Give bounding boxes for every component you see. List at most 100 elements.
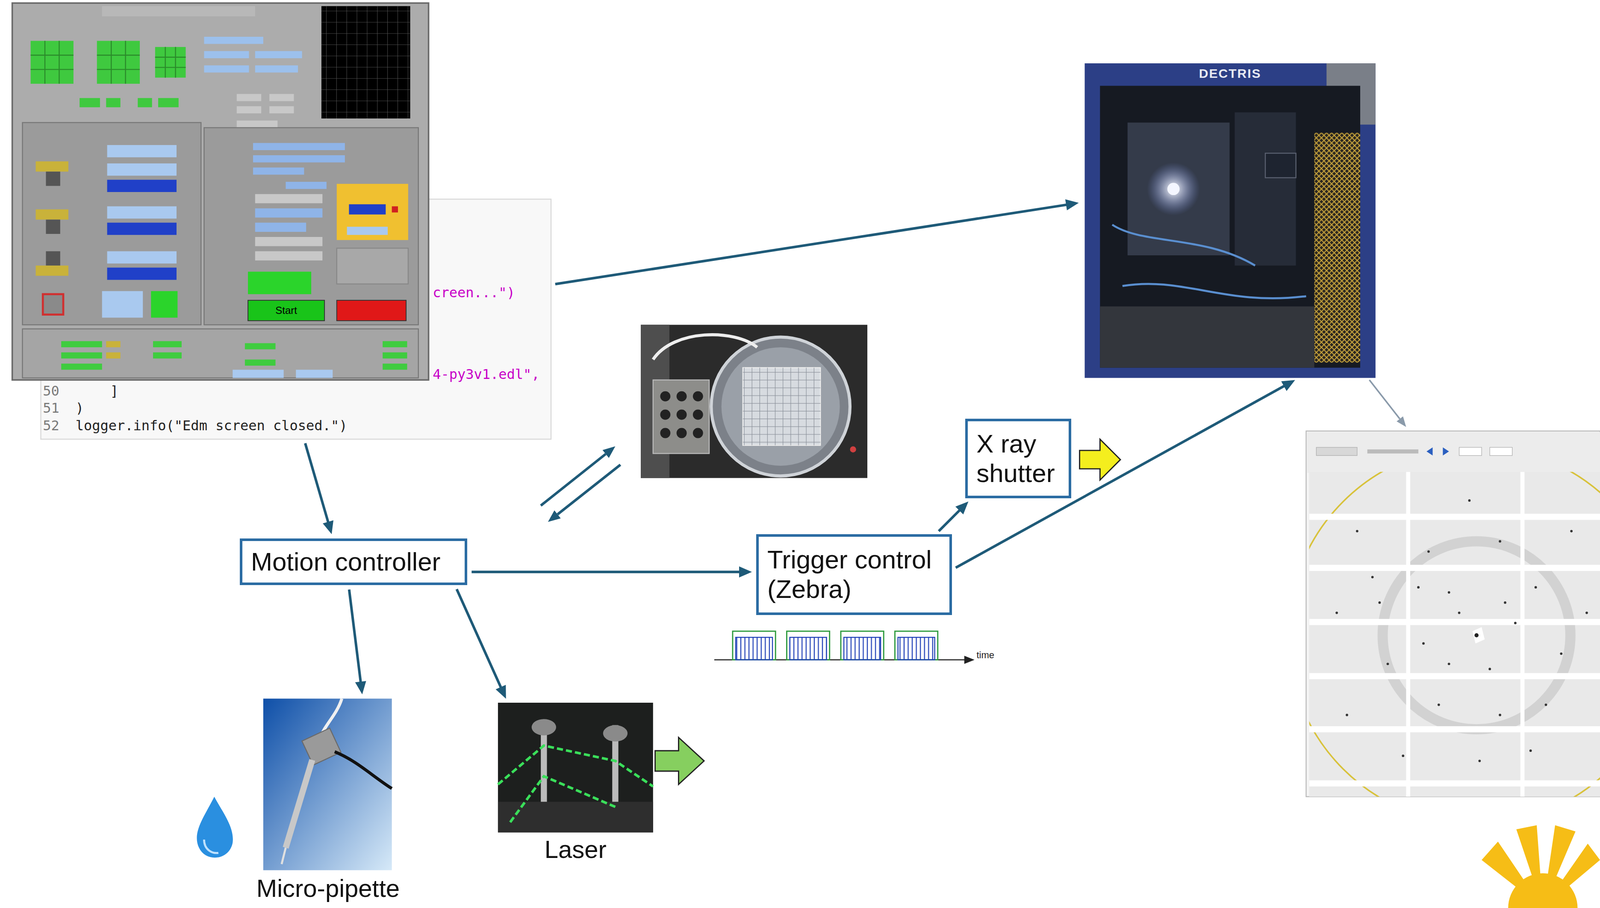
diffraction-image-part-part-part	[1437, 703, 1441, 706]
diffraction-image-part-part	[1335, 498, 1589, 762]
diffraction-image-part-part	[1309, 618, 1600, 625]
gui-screenshot-part	[155, 47, 186, 78]
gui-screenshot-part	[348, 204, 386, 215]
diffraction-image-part-part	[1405, 471, 1411, 796]
diffraction-image-part	[1426, 447, 1433, 456]
diffraction-image-part-part-part	[1371, 575, 1374, 578]
diffraction-image-part-part-part	[1498, 539, 1502, 543]
diffraction-image-part-part	[1309, 513, 1600, 520]
gui-screenshot-part	[336, 300, 407, 321]
connector-line	[555, 204, 1067, 285]
xray-output-arrow-part	[1079, 439, 1121, 481]
gui-screenshot-part	[255, 208, 323, 218]
gui-screenshot-part	[106, 352, 121, 359]
laser-photo-part	[531, 718, 557, 735]
pipette-photo-part	[263, 698, 392, 870]
laser-photo-part	[510, 775, 616, 822]
arrow-head	[739, 565, 752, 578]
facility-logo-part	[1508, 872, 1578, 908]
pulse-timing-diagram-part	[895, 630, 938, 660]
chip-photo-part	[653, 334, 758, 360]
laser-photo: Laser	[496, 702, 655, 868]
code-text: logger.info("Edm screen closed.")	[75, 417, 348, 434]
axis-label: time	[976, 649, 995, 661]
gui-screenshot-part	[244, 359, 276, 366]
gui-screenshot-part	[255, 222, 307, 232]
facility-logo	[1481, 825, 1600, 908]
gui-screenshot-part	[382, 341, 407, 348]
text-holder: creen...")	[432, 284, 516, 301]
pulse-timing-diagram-part	[898, 636, 935, 660]
diffraction-image-part-part-part	[1503, 601, 1507, 604]
gui-screenshot-part	[45, 250, 60, 266]
diffraction-image-part	[1316, 447, 1357, 456]
line-number: 52	[42, 417, 60, 434]
connector-line	[938, 509, 961, 531]
diffraction-image-part	[1309, 471, 1600, 796]
pipette-photo: Micro-pipette	[251, 698, 405, 907]
gui-screenshot-part	[203, 50, 249, 59]
pulse-timing-diagram-part	[789, 636, 827, 660]
diffraction-image-part-part	[1309, 725, 1600, 732]
connector-arrow	[955, 379, 1296, 568]
chip-photo	[640, 324, 868, 478]
chip-photo-part	[692, 409, 704, 420]
gui-screenshot-part	[247, 300, 325, 321]
connector-arrow	[938, 500, 969, 531]
arrow-head	[355, 680, 367, 694]
diffraction-image-part-part-part	[1534, 585, 1538, 589]
gui-screenshot-part	[107, 163, 177, 176]
gui-screenshot-part	[285, 181, 327, 189]
detector-photo-part	[1146, 162, 1200, 216]
connector-line	[349, 589, 361, 682]
diffraction-image-part-part-part	[1447, 590, 1451, 594]
gui-screenshot-part	[155, 47, 186, 78]
connector-arrow	[555, 199, 1079, 284]
pulse-timing-diagram-part	[735, 636, 773, 660]
diffraction-image-part-part-part	[1544, 703, 1548, 706]
gui-screenshot-part	[236, 94, 262, 102]
droplet-icon-part	[203, 839, 219, 853]
gui-screenshot-part	[236, 120, 278, 128]
chip-motion-arrows-part	[557, 464, 621, 515]
pulse-timing-diagram-part	[964, 655, 975, 664]
arrow-head	[1065, 199, 1079, 211]
detector-photo-part	[1167, 182, 1180, 195]
gui-screenshot-part	[244, 342, 276, 349]
diffraction-image-part	[1442, 447, 1449, 456]
chip-photo-part	[660, 391, 671, 402]
pulse-timing-diagram-part	[732, 630, 776, 660]
code-window: creen...")4-py3v1.edl",50]51)52logger.in…	[40, 199, 552, 440]
diffraction-image-part-part	[1309, 779, 1600, 786]
pipette-photo-part	[285, 759, 313, 848]
detector-photo-part	[1084, 63, 1376, 378]
connector-line	[955, 385, 1285, 568]
gui-screenshot-part	[22, 328, 419, 378]
arrow-head	[495, 684, 507, 699]
text-holder: time	[976, 649, 995, 661]
chip-motion-arrows-part	[548, 509, 561, 522]
chip-photo-part	[676, 409, 687, 420]
gui-screenshot-part	[253, 142, 345, 151]
diffraction-image-part-part-part	[1355, 529, 1359, 533]
diffraction-image-part-part	[1309, 564, 1600, 571]
gui-screenshot-part	[347, 226, 388, 235]
gui-screenshot-part	[35, 161, 69, 172]
connector-line	[471, 570, 740, 573]
code-text: 4-py3v1.edl",	[432, 366, 540, 383]
gui-screenshot-part	[158, 97, 179, 107]
line-number: 51	[42, 400, 60, 416]
gui-screenshot-part	[153, 341, 182, 348]
detector-photo-part	[1099, 85, 1361, 368]
gui-screenshot-part	[269, 106, 294, 114]
gui-screenshot-part	[269, 94, 294, 102]
process-box: X ray shutter	[965, 418, 1072, 498]
line-number: 50	[42, 383, 60, 399]
text-holder: DECTRIS	[1083, 66, 1378, 82]
diffraction-image	[1287, 430, 1600, 824]
arrow-head	[955, 500, 969, 514]
text-holder: Start	[247, 300, 325, 321]
gui-screenshot-part	[153, 352, 182, 359]
gui-screenshot-part	[97, 41, 140, 84]
